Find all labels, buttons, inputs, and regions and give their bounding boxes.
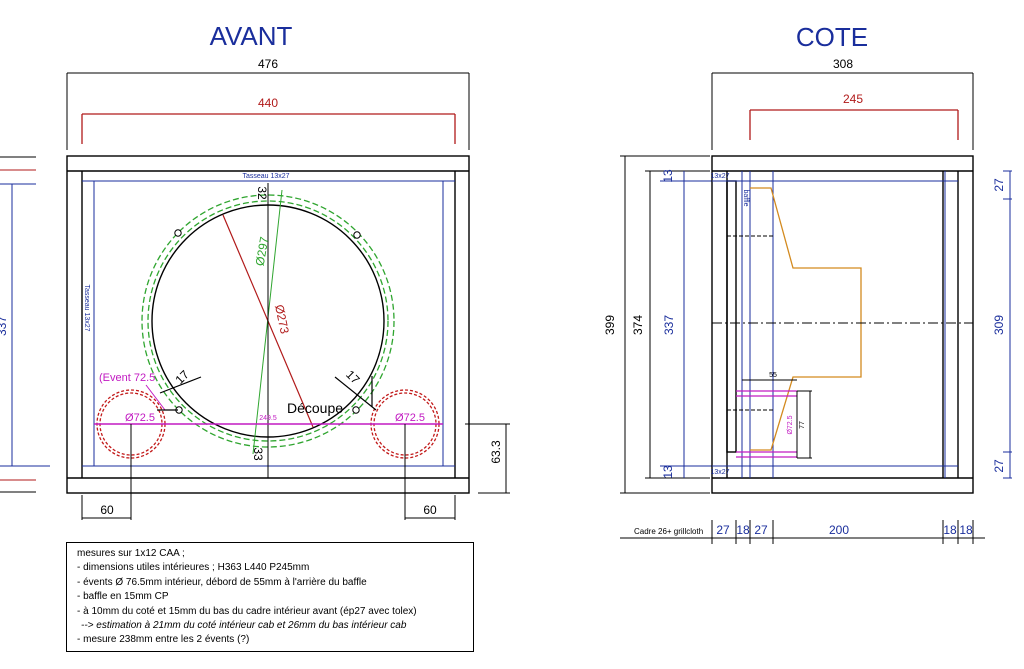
side-speaker-profile xyxy=(750,187,862,451)
side-screw-lines xyxy=(727,235,775,411)
side-bottom-dim-1: 18 xyxy=(736,523,750,537)
side-cadre-label: Cadre 26+ grillcloth xyxy=(634,527,703,536)
front-bottom-gap-label: 33 xyxy=(251,447,265,461)
front-tasseau-top-label: Tasseau 13x27 xyxy=(242,173,289,180)
note-line: - dimensions utiles intérieures ; H363 L… xyxy=(77,562,310,574)
front-diag-right-label: 17 xyxy=(343,367,363,387)
front-cabinet-outline xyxy=(66,155,470,494)
front-title: AVANT xyxy=(210,21,293,51)
note-line: - mesure 238mm entre les 2 évents (?) xyxy=(77,634,250,646)
side-bottom-dim-0: 27 xyxy=(716,523,730,537)
side-bottom-dim-2: 27 xyxy=(754,523,768,537)
notes-box: mesures sur 1x12 CAA ; - dimensions util… xyxy=(66,542,474,652)
side-height-dimensions xyxy=(620,155,710,494)
front-left-height-label: 337 xyxy=(0,316,9,336)
front-dia-297-label: Ø297 xyxy=(253,235,272,267)
front-left-height-dimension xyxy=(0,156,50,493)
front-tasseau-side-label: Tasseau 13x27 xyxy=(83,284,90,331)
side-bottom-dim-4: 18 xyxy=(943,523,957,537)
side-tasseau-bottom-label: 13x27 xyxy=(710,469,729,476)
side-right-27-top-label: 27 xyxy=(992,178,1006,192)
front-port-spacing-label: 249.5 xyxy=(259,415,277,422)
note-line: - à 10mm du coté et 15mm du bas du cadre… xyxy=(77,605,417,617)
front-port-left-label: Ø72.5 xyxy=(125,412,155,424)
front-inner-width-dimension xyxy=(81,113,456,144)
front-dia-273-label: Ø273 xyxy=(272,303,292,335)
side-right-27-bottom-label: 27 xyxy=(992,459,1006,473)
front-offset-dimensions xyxy=(81,495,456,520)
front-port-height-label: 63.3 xyxy=(489,440,503,464)
side-port-77-label: 77 xyxy=(799,421,806,429)
side-baffle-label: baffle xyxy=(742,190,749,207)
side-right-dimensions xyxy=(1003,170,1012,479)
side-blue-frame xyxy=(712,171,958,478)
side-title: COTE xyxy=(796,22,868,52)
front-top-gap-label: 32 xyxy=(255,186,269,200)
front-inner-width-label: 440 xyxy=(258,96,278,110)
side-port-tube xyxy=(736,390,797,458)
front-overall-width-label: 476 xyxy=(258,57,278,71)
side-bottom-dim-3: 200 xyxy=(829,523,849,537)
front-offset-left-label: 60 xyxy=(100,503,114,517)
side-inner-depth-dimension xyxy=(749,109,959,140)
side-overall-depth-label: 308 xyxy=(833,57,853,71)
note-line: - évents Ø 76.5mm intérieur, débord de 5… xyxy=(77,576,367,588)
side-cabinet-outline xyxy=(711,155,974,494)
side-port-55-label: 55 xyxy=(769,372,777,379)
note-line: - baffle en 15mm CP xyxy=(77,591,169,603)
front-mounting-holes xyxy=(174,229,361,414)
front-diag-markers xyxy=(157,376,377,411)
front-speaker-mounting-ring xyxy=(141,194,395,448)
note-line: mesures sur 1x12 CAA ; xyxy=(77,548,185,559)
side-overall-depth-dimension xyxy=(711,72,974,150)
side-height-374-label: 374 xyxy=(631,315,645,335)
front-overall-width-dimension xyxy=(66,72,470,150)
side-height-337-label: 337 xyxy=(662,315,676,335)
front-event-leader xyxy=(145,384,166,411)
side-bottom-dim-5: 18 xyxy=(959,523,973,537)
front-offset-right-label: 60 xyxy=(423,503,437,517)
front-diag-left-label: 17 xyxy=(172,367,192,387)
front-decoupe-label: Découpe xyxy=(287,400,343,416)
side-port-dia-label: Ø72.5 xyxy=(787,415,794,434)
side-right-309-label: 309 xyxy=(992,315,1006,335)
front-port-right-label: Ø72.5 xyxy=(395,412,425,424)
side-tasseau-top-label: 13x27 xyxy=(710,173,729,180)
side-inner-depth-label: 245 xyxy=(843,92,863,106)
side-blue-height-dimensions xyxy=(660,171,712,478)
side-bottom-dimensions xyxy=(620,520,985,544)
note-line-estimation: --> estimation à 21mm du coté intérieur … xyxy=(81,620,407,632)
side-total-height-label: 399 xyxy=(603,315,617,335)
front-event-label: (Event 72.5 xyxy=(99,372,155,384)
side-bottom-13-label: 13 xyxy=(661,465,675,479)
front-port-height-dimension xyxy=(465,423,510,494)
side-port-dims xyxy=(742,379,812,459)
side-top-13-label: 13 xyxy=(661,169,675,183)
